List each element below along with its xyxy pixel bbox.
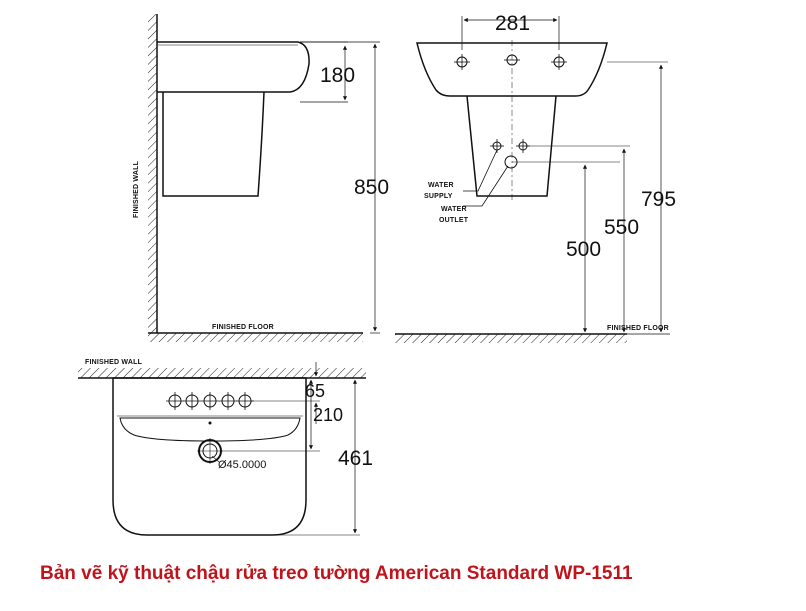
front-view: 281 WATER SUPPLY WATER OUTLET 500 550 79… <box>395 12 676 343</box>
top-dim-210: 210 <box>313 405 343 425</box>
top-wall-label: FINISHED WALL <box>85 359 143 366</box>
side-wall-hatch <box>148 14 157 334</box>
front-floor-label: FINISHED FLOOR <box>607 325 669 332</box>
front-floor-hatch <box>395 334 627 343</box>
top-tap-holes <box>166 392 254 410</box>
water-supply-symbols <box>490 139 530 153</box>
drain-diameter: Ø45.0000 <box>218 459 266 471</box>
water-supply-label-2: SUPPLY <box>424 193 453 200</box>
side-dim-180: 180 <box>320 64 355 87</box>
water-supply-label-1: WATER <box>428 182 454 189</box>
front-dim-550: 550 <box>604 216 639 239</box>
front-dim-500: 500 <box>566 238 601 261</box>
water-outlet-label-2: OUTLET <box>439 217 469 224</box>
side-floor-label: FINISHED FLOOR <box>212 324 274 331</box>
drain-hole <box>197 438 223 464</box>
side-dim-850: 850 <box>354 176 389 199</box>
side-wall-label: FINISHED WALL <box>133 160 140 218</box>
front-dim-795: 795 <box>641 188 676 211</box>
side-floor-hatch <box>148 333 363 342</box>
drawing-caption: Bản vẽ kỹ thuật chậu rửa treo tường Amer… <box>40 563 633 584</box>
top-view: FINISHED WALL Ø45.0000 <box>78 359 373 536</box>
side-basin-profile <box>157 41 310 93</box>
top-basin-outline <box>112 377 307 536</box>
front-basin <box>416 42 608 97</box>
water-outlet-label-1: WATER <box>441 206 467 213</box>
side-pedestal <box>162 91 265 197</box>
top-dim-65: 65 <box>305 381 325 401</box>
top-bowl-rim <box>119 417 301 442</box>
front-dim-281: 281 <box>495 12 530 35</box>
side-view: 180 850 FINISHED WALL FINISHED FLOOR <box>133 14 389 342</box>
top-wall-hatch <box>78 368 366 378</box>
top-dim-461: 461 <box>338 447 373 470</box>
front-tap-holes <box>454 54 567 70</box>
